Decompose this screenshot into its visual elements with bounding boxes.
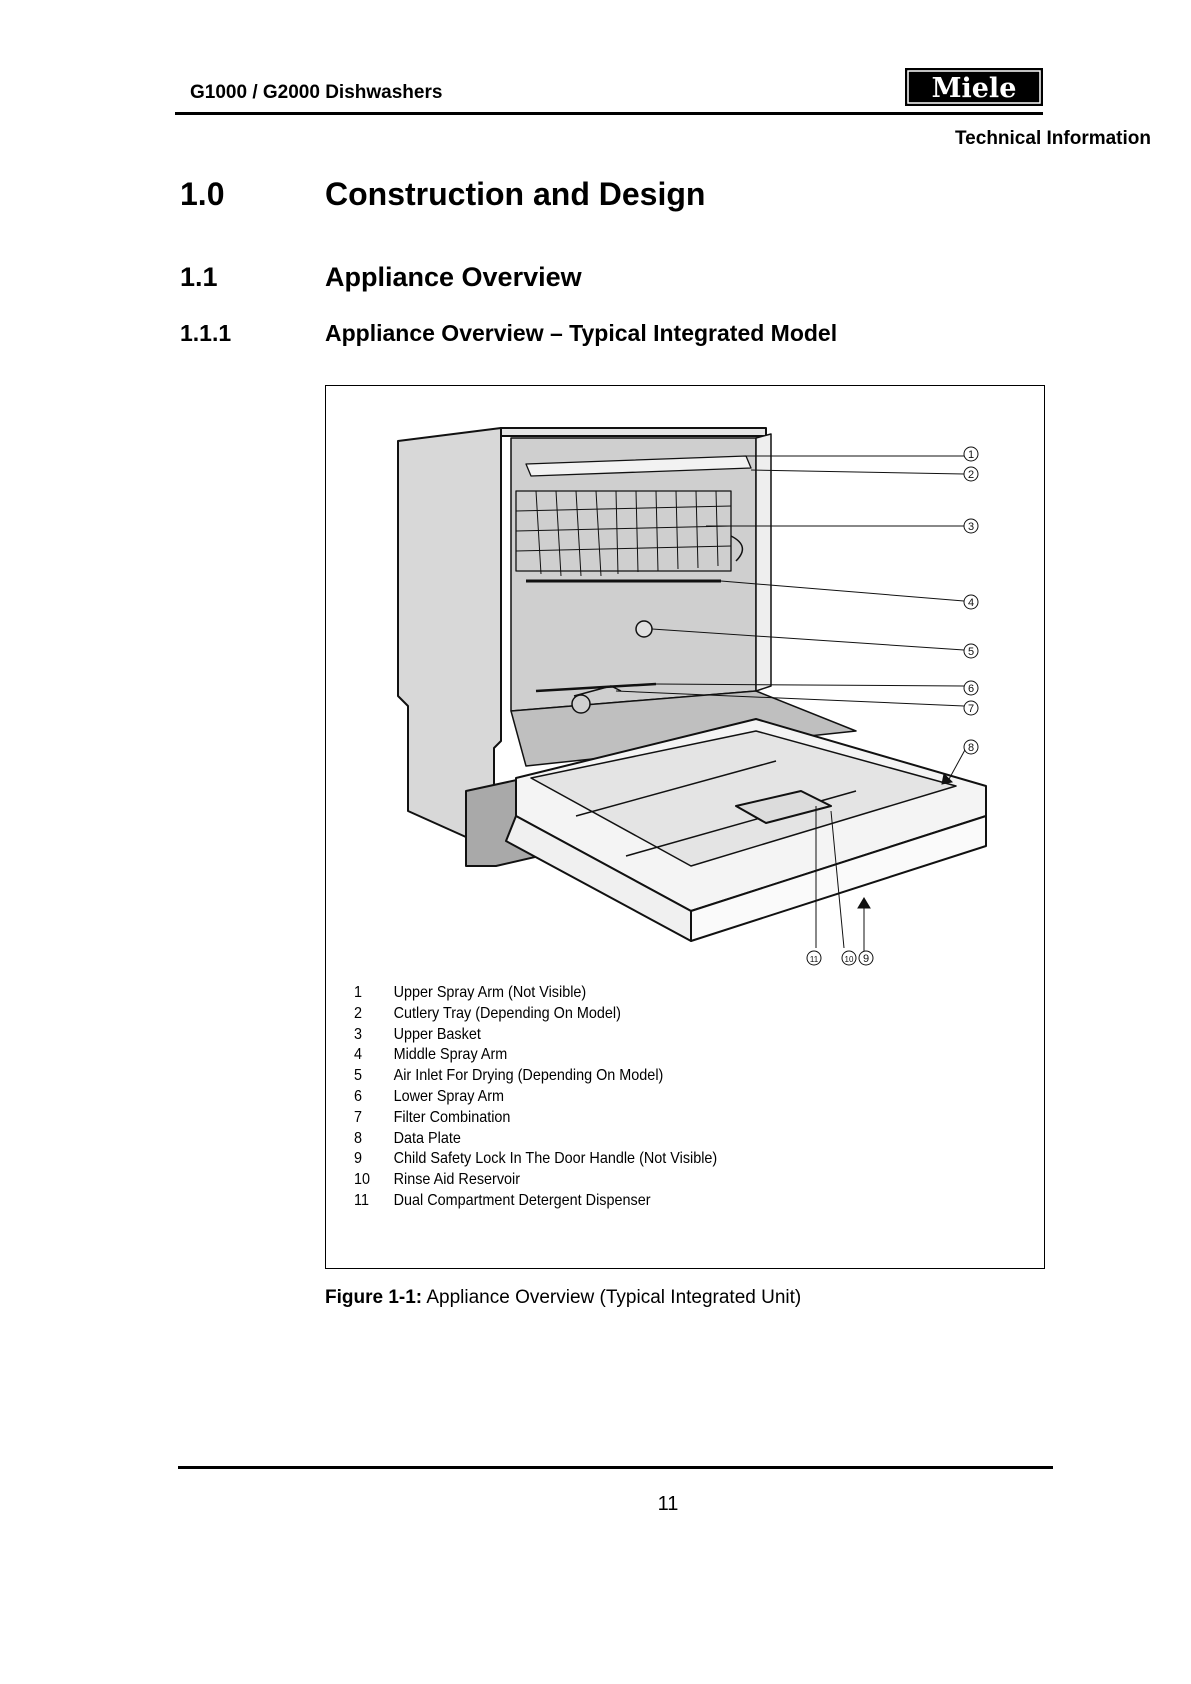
legend-label: Lower Spray Arm xyxy=(393,1087,505,1105)
callout-5: 5 xyxy=(963,643,979,659)
svg-text:4: 4 xyxy=(968,597,974,609)
legend-number: 3 xyxy=(354,1025,363,1043)
legend-label: Air Inlet For Drying (Depending On Model… xyxy=(393,1067,664,1085)
callout-8: 8 xyxy=(963,739,979,755)
svg-text:5: 5 xyxy=(968,646,974,658)
svg-text:1: 1 xyxy=(968,449,974,461)
legend-item: 5 Air Inlet For Drying (Depending On Mode… xyxy=(354,1067,717,1088)
dishwasher-diagram: 1 2 3 4 5 6 7 xyxy=(397,427,987,966)
legend-number: 10 xyxy=(354,1171,371,1189)
page-number: 11 xyxy=(657,1493,679,1515)
legend-number: 7 xyxy=(354,1108,363,1126)
section-number-1-1: 1.1 xyxy=(180,262,218,292)
legend-item: 7 Filter Combination xyxy=(354,1109,717,1130)
section-title-1-0: Construction and Design xyxy=(325,176,706,212)
callout-11: 11 xyxy=(806,950,822,966)
figure-box: 1 2 3 4 5 6 7 xyxy=(325,385,1045,1269)
legend-label: Rinse Aid Reservoir xyxy=(393,1171,521,1189)
callout-7: 7 xyxy=(963,700,979,716)
header-rule xyxy=(175,112,1043,115)
callout-6: 6 xyxy=(963,680,979,696)
legend-item: 10 Rinse Aid Reservoir xyxy=(354,1171,717,1192)
callout-3: 3 xyxy=(963,518,979,534)
legend-item: 9 Child Safety Lock In The Door Handle (N… xyxy=(354,1150,717,1171)
svg-text:3: 3 xyxy=(968,521,974,533)
section-label: Technical Information xyxy=(954,128,1151,149)
svg-text:9: 9 xyxy=(863,953,869,965)
figure-legend: 1 Upper Spray Arm (Not Visible) 2 Cutlery … xyxy=(354,984,717,1213)
document-title: G1000 / G2000 Dishwashers xyxy=(190,82,443,103)
svg-text:6: 6 xyxy=(968,683,974,695)
legend-label: Upper Basket xyxy=(393,1025,481,1043)
svg-text:2: 2 xyxy=(968,469,974,481)
miele-logo: Miele xyxy=(905,68,1043,106)
legend-item: 8 Data Plate xyxy=(354,1130,717,1151)
section-number-1-0: 1.0 xyxy=(180,176,225,212)
legend-label: Filter Combination xyxy=(393,1108,511,1126)
figure-caption: Figure 1-1: Appliance Overview (Typical … xyxy=(325,1287,801,1309)
legend-number: 2 xyxy=(354,1004,363,1022)
callout-9: 9 xyxy=(858,950,874,966)
section-title-1-1: Appliance Overview xyxy=(325,262,582,292)
legend-number: 11 xyxy=(354,1191,369,1209)
callout-1: 1 xyxy=(963,446,979,462)
legend-label: Cutlery Tray (Depending On Model) xyxy=(393,1004,621,1022)
legend-item: 6 Lower Spray Arm xyxy=(354,1088,717,1109)
legend-number: 6 xyxy=(354,1087,363,1105)
legend-label: Upper Spray Arm (Not Visible) xyxy=(393,984,587,1001)
svg-text:11: 11 xyxy=(810,955,819,964)
callout-4: 4 xyxy=(963,594,979,610)
callout-2: 2 xyxy=(963,466,979,482)
legend-item: 3 Upper Basket xyxy=(354,1026,717,1047)
legend-number: 9 xyxy=(354,1150,363,1168)
legend-item: 4 Middle Spray Arm xyxy=(354,1046,717,1067)
legend-label: Middle Spray Arm xyxy=(393,1046,508,1064)
section-title-1-1-1: Appliance Overview – Typical Integrated … xyxy=(325,320,838,346)
legend-number: 4 xyxy=(354,1046,363,1064)
legend-label: Data Plate xyxy=(393,1129,461,1147)
legend-label: Dual Compartment Detergent Dispenser xyxy=(393,1191,651,1209)
legend-label: Child Safety Lock In The Door Handle (No… xyxy=(393,1150,718,1168)
legend-item: 2 Cutlery Tray (Depending On Model) xyxy=(354,1005,717,1026)
legend-number: 1 xyxy=(354,984,363,1001)
legend-number: 8 xyxy=(354,1129,363,1147)
section-number-1-1-1: 1.1.1 xyxy=(180,320,232,346)
svg-text:10: 10 xyxy=(845,955,854,964)
svg-text:7: 7 xyxy=(968,703,974,715)
legend-number: 5 xyxy=(354,1067,363,1085)
caption-label: Figure 1-1: xyxy=(325,1287,423,1308)
callout-10: 10 xyxy=(841,950,857,966)
footer-rule xyxy=(178,1466,1053,1469)
svg-text:8: 8 xyxy=(968,742,974,754)
caption-text: Appliance Overview (Typical Integrated U… xyxy=(422,1287,802,1308)
legend-item: 1 Upper Spray Arm (Not Visible) xyxy=(354,984,717,1005)
legend-item: 11 Dual Compartment Detergent Dispenser xyxy=(354,1192,717,1213)
logo-text: Miele xyxy=(932,73,1017,104)
